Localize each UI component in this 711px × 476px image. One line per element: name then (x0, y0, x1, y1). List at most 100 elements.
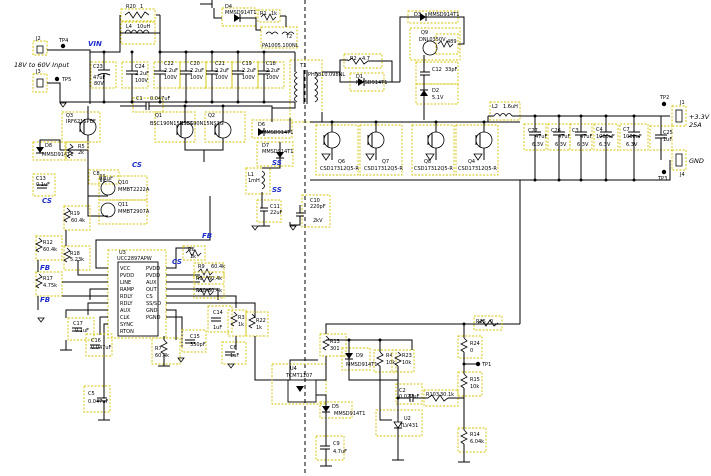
svg-text:C16: C16 (91, 338, 101, 344)
svg-text:TP1: TP1 (481, 362, 491, 368)
svg-text:PH0810.098NL: PH0810.098NL (308, 72, 345, 78)
svg-text:D8: D8 (45, 143, 52, 149)
capacitor-c1: C1 0.047uF (132, 96, 170, 113)
svg-text:R19: R19 (70, 211, 80, 217)
resistor-r17: R17 4.75k (35, 271, 63, 297)
svg-text:R9: R9 (198, 264, 205, 270)
svg-text:D1: D1 (356, 74, 363, 80)
svg-text:10k: 10k (386, 360, 395, 366)
svg-text:60.4k: 60.4k (208, 288, 222, 294)
svg-text:C27: C27 (528, 128, 538, 134)
svg-text:C15: C15 (190, 334, 200, 340)
svg-text:GND: GND (146, 308, 158, 314)
bjt-q10: Q10 MMBT2222A (98, 175, 150, 201)
svg-text:C21: C21 (215, 61, 225, 67)
svg-text:1000uF: 1000uF (623, 134, 642, 140)
svg-text:BSC190N15NS3G: BSC190N15NS3G (150, 121, 194, 127)
resistor-r18: R18 5.23k (63, 245, 91, 271)
svg-text:2.2uF: 2.2uF (135, 71, 149, 77)
svg-text:PVDD: PVDD (120, 273, 134, 279)
capacitor-c13: C13 0.1uF (32, 173, 56, 197)
net-label-cs-b: CS (172, 258, 182, 266)
svg-text:C10: C10 (310, 198, 320, 204)
input-voltage-label: 18V to 60V Input (14, 61, 69, 69)
svg-text:2k: 2k (78, 150, 84, 156)
svg-text:5.23k: 5.23k (70, 257, 84, 263)
svg-text:D2: D2 (432, 88, 439, 94)
svg-text:60.4k: 60.4k (71, 218, 85, 224)
svg-text:C20: C20 (190, 61, 200, 67)
capacitor-c16: C16 0.047uF (85, 333, 113, 357)
svg-text:60.4k: 60.4k (155, 353, 169, 359)
svg-text:100V: 100V (164, 75, 178, 81)
svg-text:R23: R23 (402, 353, 412, 359)
net-label-vin: VIN (88, 40, 102, 48)
shunt-reg-u2: U2 TLV431 (375, 409, 423, 437)
svg-text:J3: J3 (35, 69, 41, 75)
svg-text:R12: R12 (43, 240, 53, 246)
svg-text:J4: J4 (679, 172, 685, 178)
resistor-r24: R24 0 (457, 335, 483, 359)
capacitor-c17: C17 0.1uF (67, 317, 95, 341)
output-voltage-label: +3.3V (689, 113, 710, 121)
svg-text:1k: 1k (271, 11, 277, 17)
capacitor-c2: C2 0.022uF (395, 383, 423, 405)
optocoupler-u4: U4 TCMT1107 (271, 363, 327, 405)
svg-text:PVDD: PVDD (146, 266, 160, 272)
inductor-l2: L2 1.6uH (489, 101, 521, 121)
svg-text:Q10: Q10 (118, 180, 128, 186)
svg-text:2.2uF: 2.2uF (190, 68, 204, 74)
svg-text:PVDD: PVDD (146, 273, 160, 279)
testpoint-tp3: TP3 (657, 169, 667, 182)
capacitor-c12: C12 33pF (415, 61, 459, 85)
svg-text:R2: R2 (350, 56, 357, 62)
svg-text:60.4k: 60.4k (43, 247, 57, 253)
svg-text:TLV431: TLV431 (399, 423, 418, 429)
ground-symbols (37, 102, 297, 369)
svg-text:47uF: 47uF (580, 134, 593, 140)
testpoint-tp1: TP1 (475, 361, 491, 368)
svg-text:10k: 10k (470, 384, 479, 390)
svg-text:VCC: VCC (120, 266, 131, 272)
svg-text:5.1V: 5.1V (432, 95, 444, 101)
mosfet-q6: Q6 CSD17312Q5-R (315, 124, 359, 176)
svg-text:L4: L4 (126, 24, 132, 30)
svg-text:PGND: PGND (146, 315, 161, 321)
svg-text:C25: C25 (663, 130, 673, 136)
svg-text:AUX: AUX (120, 308, 131, 314)
diode-d9: D9 MMSD914T1 (341, 347, 377, 371)
svg-text:TP5: TP5 (61, 77, 71, 83)
svg-text:R13: R13 (330, 339, 340, 345)
svg-text:MMSD914T1: MMSD914T1 (225, 10, 256, 16)
svg-text:R4: R4 (386, 353, 393, 359)
svg-text:6.3V: 6.3V (626, 142, 638, 148)
svg-text:TP4: TP4 (58, 38, 68, 44)
svg-text:L1: L1 (248, 172, 254, 178)
resistor-r23: R23 10k (391, 349, 415, 373)
resistor-r7: R7 60.4k (151, 337, 181, 365)
svg-text:47uF: 47uF (535, 134, 548, 140)
svg-text:C23: C23 (93, 64, 103, 70)
resistor-r22: R22 1k (245, 311, 269, 337)
svg-text:R20: R20 (126, 4, 136, 10)
svg-text:100V: 100V (135, 78, 149, 84)
svg-text:TCMT1107: TCMT1107 (285, 373, 312, 379)
svg-text:C14: C14 (213, 310, 223, 316)
svg-text:Q4: Q4 (468, 159, 475, 165)
svg-text:2.2uF: 2.2uF (164, 68, 178, 74)
svg-text:R14: R14 (470, 432, 480, 438)
diode-d4: D4 MMSD914T1 (221, 4, 257, 27)
svg-text:R9: R9 (196, 276, 203, 282)
resistor-r6: R6 1k (182, 245, 206, 261)
svg-text:100V: 100V (266, 75, 280, 81)
svg-text:1k: 1k (256, 325, 262, 331)
mosfet-q2: Q2 BSC190N15NS3G (180, 111, 246, 143)
svg-text:MMSD914T1: MMSD914T1 (428, 12, 459, 18)
capacitor-c9: C9 4.7uF (315, 435, 347, 461)
svg-text:47uF: 47uF (93, 75, 106, 81)
svg-text:1: 1 (140, 4, 143, 10)
cap-bank-input: C23 47uF 80V C24 2.2uF 100V C22 2.2uF 10… (90, 52, 285, 102)
svg-text:MMSD914T1: MMSD914T1 (262, 130, 293, 136)
resistor-r5: R5 2k (65, 141, 89, 161)
